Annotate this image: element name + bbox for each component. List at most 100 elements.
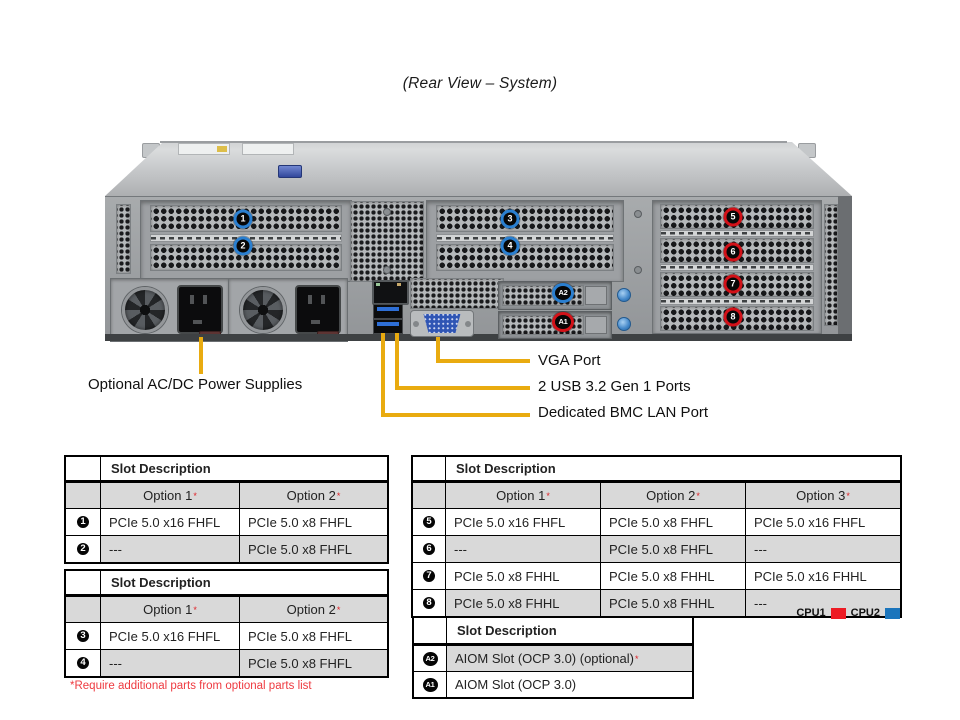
screw: [383, 208, 391, 216]
table-cell: AIOM Slot (OCP 3.0): [446, 672, 692, 697]
table-cell: 5: [413, 509, 445, 535]
slot-table-5-8: Slot Description Option 1* Option 2* Opt…: [411, 455, 902, 618]
usb-port-2: [373, 319, 403, 334]
table-cell: PCIe 5.0 x8 FHFL: [600, 509, 745, 535]
vga-callout-line-v: [436, 337, 440, 363]
slot-badge: 1: [74, 513, 92, 531]
table-cell: ---: [745, 536, 900, 562]
slot-badge: 6: [420, 540, 438, 558]
pcie-slot-3-vent: [436, 205, 614, 232]
table-row: 1 PCIe 5.0 x16 FHFL PCIe 5.0 x8 FHFL: [66, 508, 387, 535]
table-cell: PCIe 5.0 x16 FHFL: [445, 509, 600, 535]
table-row: 4 --- PCIe 5.0 x8 FHFL: [66, 649, 387, 676]
slot-badge: A2: [419, 648, 441, 669]
table-cell: PCIe 5.0 x8 FHFL: [239, 536, 387, 562]
table-cell: A1: [414, 672, 446, 697]
callout-badge-slot2: 2: [233, 236, 253, 256]
callout-badge-slot3: 3: [500, 209, 520, 229]
table-title: Slot Description: [445, 457, 900, 480]
table-header-row: Slot Description: [414, 618, 692, 645]
table-title: Slot Description: [100, 571, 387, 594]
lid-label-sticker-1: [178, 143, 230, 155]
slot-table-3-4: Slot Description Option 1* Option 2* 3 P…: [64, 569, 389, 678]
table-cell: 8: [413, 590, 445, 616]
usb-callout-line-v: [395, 333, 399, 390]
page-title: (Rear View – System): [402, 75, 558, 92]
table-row: 2 --- PCIe 5.0 x8 FHFL: [66, 535, 387, 562]
table-cell: ---: [100, 650, 239, 676]
callout-badge-slot6: 6: [723, 242, 743, 262]
table-cell: AIOM Slot (OCP 3.0) (optional)*: [446, 646, 692, 671]
table-cell: ---: [745, 590, 900, 616]
usb-callout-line-h: [395, 386, 530, 390]
table-cell: 4: [66, 650, 100, 676]
table-cell: [66, 483, 100, 508]
cpu-legend: CPU1 CPU2: [770, 607, 900, 619]
table-cell: 3: [66, 623, 100, 649]
table-cell: 6: [413, 536, 445, 562]
table-cell: PCIe 5.0 x8 FHFL: [600, 536, 745, 562]
chassis-base-edge: [105, 334, 852, 341]
cpu1-color-swatch: [830, 607, 846, 619]
psu-label: Optional AC/DC Power Supplies: [88, 376, 303, 393]
table-header-row: Slot Description: [413, 457, 900, 482]
table-title: Slot Description: [100, 457, 387, 480]
vga-port-label: VGA Port: [538, 352, 601, 369]
callout-badge-a2: A2: [552, 283, 574, 303]
power-supply-1: [110, 278, 230, 342]
screw: [634, 210, 642, 218]
power-supply-2: [228, 278, 348, 342]
thumbscrew-blue: [617, 288, 631, 302]
server-rear-view-figure: 1 2 3 4 5 6 7 8 A2 A1: [100, 138, 858, 348]
vga-callout-line-h: [436, 359, 530, 363]
cpu2-label: CPU2: [850, 607, 880, 619]
table-cell: ---: [445, 536, 600, 562]
table-row: 8 PCIe 5.0 x8 FHHL PCIe 5.0 x8 FHHL ---: [413, 589, 900, 616]
column-header: Option 1*: [100, 597, 239, 622]
lid-release-button: [278, 165, 302, 178]
table-cell: [66, 597, 100, 622]
table-cell: PCIe 5.0 x8 FHHL: [600, 590, 745, 616]
column-header: Option 3*: [745, 483, 900, 508]
table-option-row: Option 1* Option 2*: [66, 596, 387, 622]
table-title: Slot Description: [446, 618, 692, 643]
chassis-lid-edge: [160, 141, 787, 143]
table-row: A1 AIOM Slot (OCP 3.0): [414, 671, 692, 697]
bmc-lan-label: Dedicated BMC LAN Port: [538, 404, 709, 421]
right-edge-vents: [824, 204, 838, 326]
table-cell: [66, 571, 100, 594]
aiom-slot-table: Slot Description A2 AIOM Slot (OCP 3.0) …: [412, 616, 694, 699]
psu-callout-line: [199, 337, 203, 374]
column-header: Option 1*: [445, 483, 600, 508]
cpu2-color-swatch: [885, 607, 900, 619]
table-option-row: Option 1* Option 2*: [66, 482, 387, 508]
table-cell: ---: [100, 536, 239, 562]
usb-ports-label: 2 USB 3.2 Gen 1 Ports: [538, 378, 691, 395]
slot-bracket-strip: [436, 234, 614, 242]
table-header-row: Slot Description: [66, 457, 387, 482]
table-cell: [414, 618, 446, 643]
callout-badge-slot8: 8: [723, 307, 743, 327]
callout-badge-slot4: 4: [500, 236, 520, 256]
slot-badge: 3: [74, 627, 92, 645]
table-cell: [413, 457, 445, 480]
slot-bracket-strip: [660, 264, 814, 271]
table-cell: PCIe 5.0 x16 FHFL: [100, 623, 239, 649]
callout-badge-slot5: 5: [723, 207, 743, 227]
lid-label-sticker-2: [242, 143, 294, 155]
table-cell: PCIe 5.0 x8 FHHL: [445, 590, 600, 616]
ac-power-inlet: [177, 285, 223, 334]
slot-bracket-strip: [660, 298, 814, 305]
table-cell: 7: [413, 563, 445, 589]
footnote: *Require additional parts from optional …: [70, 680, 312, 692]
table-cell: PCIe 5.0 x8 FHHL: [600, 563, 745, 589]
vga-port: [410, 310, 474, 337]
table-row: 7 PCIe 5.0 x8 FHHL PCIe 5.0 x8 FHHL PCIe…: [413, 562, 900, 589]
table-cell: 1: [66, 509, 100, 535]
table-cell: [66, 457, 100, 480]
table-cell: 2: [66, 536, 100, 562]
column-header: Option 1*: [100, 483, 239, 508]
callout-badge-a1: A1: [552, 312, 574, 332]
table-cell: PCIe 5.0 x8 FHHL: [445, 563, 600, 589]
screw: [383, 266, 391, 274]
